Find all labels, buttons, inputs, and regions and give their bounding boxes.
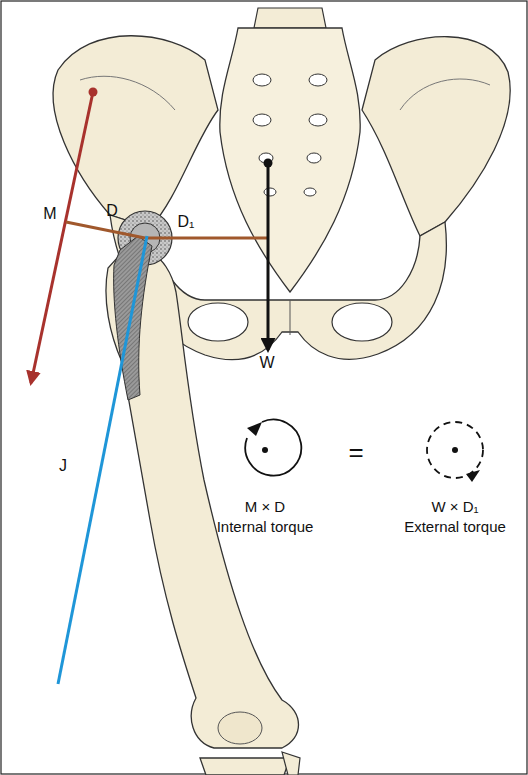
torque-arrowhead [247, 422, 262, 436]
force-label: J [59, 457, 67, 475]
sacral-foramen [253, 114, 271, 126]
sacral-foramen [304, 188, 316, 196]
torque-center [262, 447, 268, 453]
obturator-foramen [332, 303, 392, 341]
ilium-wing [362, 37, 510, 236]
center-of-mass-dot [264, 159, 273, 168]
torque-arrowhead [466, 470, 480, 482]
patella [218, 712, 262, 744]
distance-label: D [106, 202, 118, 220]
bone-contour [80, 76, 175, 110]
lever-arm [145, 237, 268, 240]
torque-formula: M × D [245, 499, 285, 516]
force-label: W [259, 354, 274, 372]
torque-circle-dashed [427, 422, 483, 478]
muscle-origin-dot [89, 88, 98, 97]
torque-center [452, 447, 458, 453]
torque-formula: W × D₁ [431, 499, 478, 516]
bone-contour [400, 79, 490, 110]
equals-sign: = [348, 438, 363, 467]
sacrum [220, 28, 360, 292]
muscle-force-arrow [31, 92, 93, 383]
sacral-foramen [309, 74, 327, 86]
torque-caption: Internal torque [217, 519, 314, 536]
sacral-foramen [264, 188, 276, 196]
ilium-wing [53, 36, 218, 228]
vertebra [254, 8, 326, 28]
distance-label: D₁ [178, 213, 195, 231]
tibia [200, 758, 290, 775]
lever-arm [66, 222, 145, 238]
sacral-foramen [307, 153, 321, 163]
sacral-foramen [253, 74, 271, 86]
sacral-foramen [309, 114, 327, 126]
joint-reaction-line [58, 236, 147, 684]
force-label: M [43, 205, 56, 223]
pubic-symphysis [290, 300, 291, 335]
torque-caption: External torque [404, 519, 506, 536]
torque-circle [245, 420, 301, 476]
fibula [282, 752, 300, 775]
weight-force-arrow [267, 163, 270, 350]
obturator-foramen [188, 303, 248, 341]
